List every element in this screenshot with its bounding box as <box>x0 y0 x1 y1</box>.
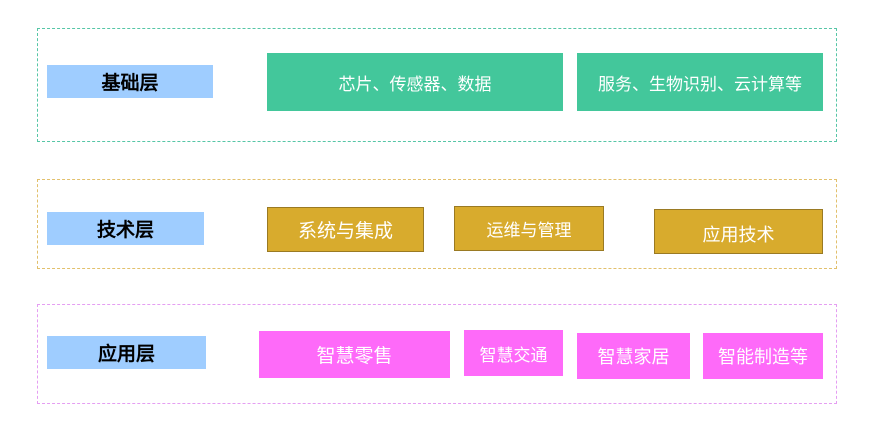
foundation-layer <box>37 28 837 142</box>
application-layer-label: 应用层 <box>47 336 206 369</box>
chips-sensors-data-box: 芯片、传感器、数据 <box>267 53 563 111</box>
smart-retail-box: 智慧零售 <box>259 331 450 378</box>
services-biometrics-cloud-box: 服务、生物识别、云计算等 <box>577 53 823 111</box>
smart-home-box: 智慧家居 <box>577 333 690 379</box>
smart-transportation-box: 智慧交通 <box>464 330 563 376</box>
technology-layer <box>37 179 837 269</box>
application-technology-box: 应用技术 <box>654 209 823 254</box>
smart-manufacturing-box: 智能制造等 <box>703 333 823 379</box>
operations-management-box: 运维与管理 <box>454 206 604 251</box>
system-integration-box: 系统与集成 <box>267 207 424 252</box>
application-layer <box>37 304 837 404</box>
foundation-layer-label: 基础层 <box>47 65 213 98</box>
technology-layer-label: 技术层 <box>47 212 204 245</box>
